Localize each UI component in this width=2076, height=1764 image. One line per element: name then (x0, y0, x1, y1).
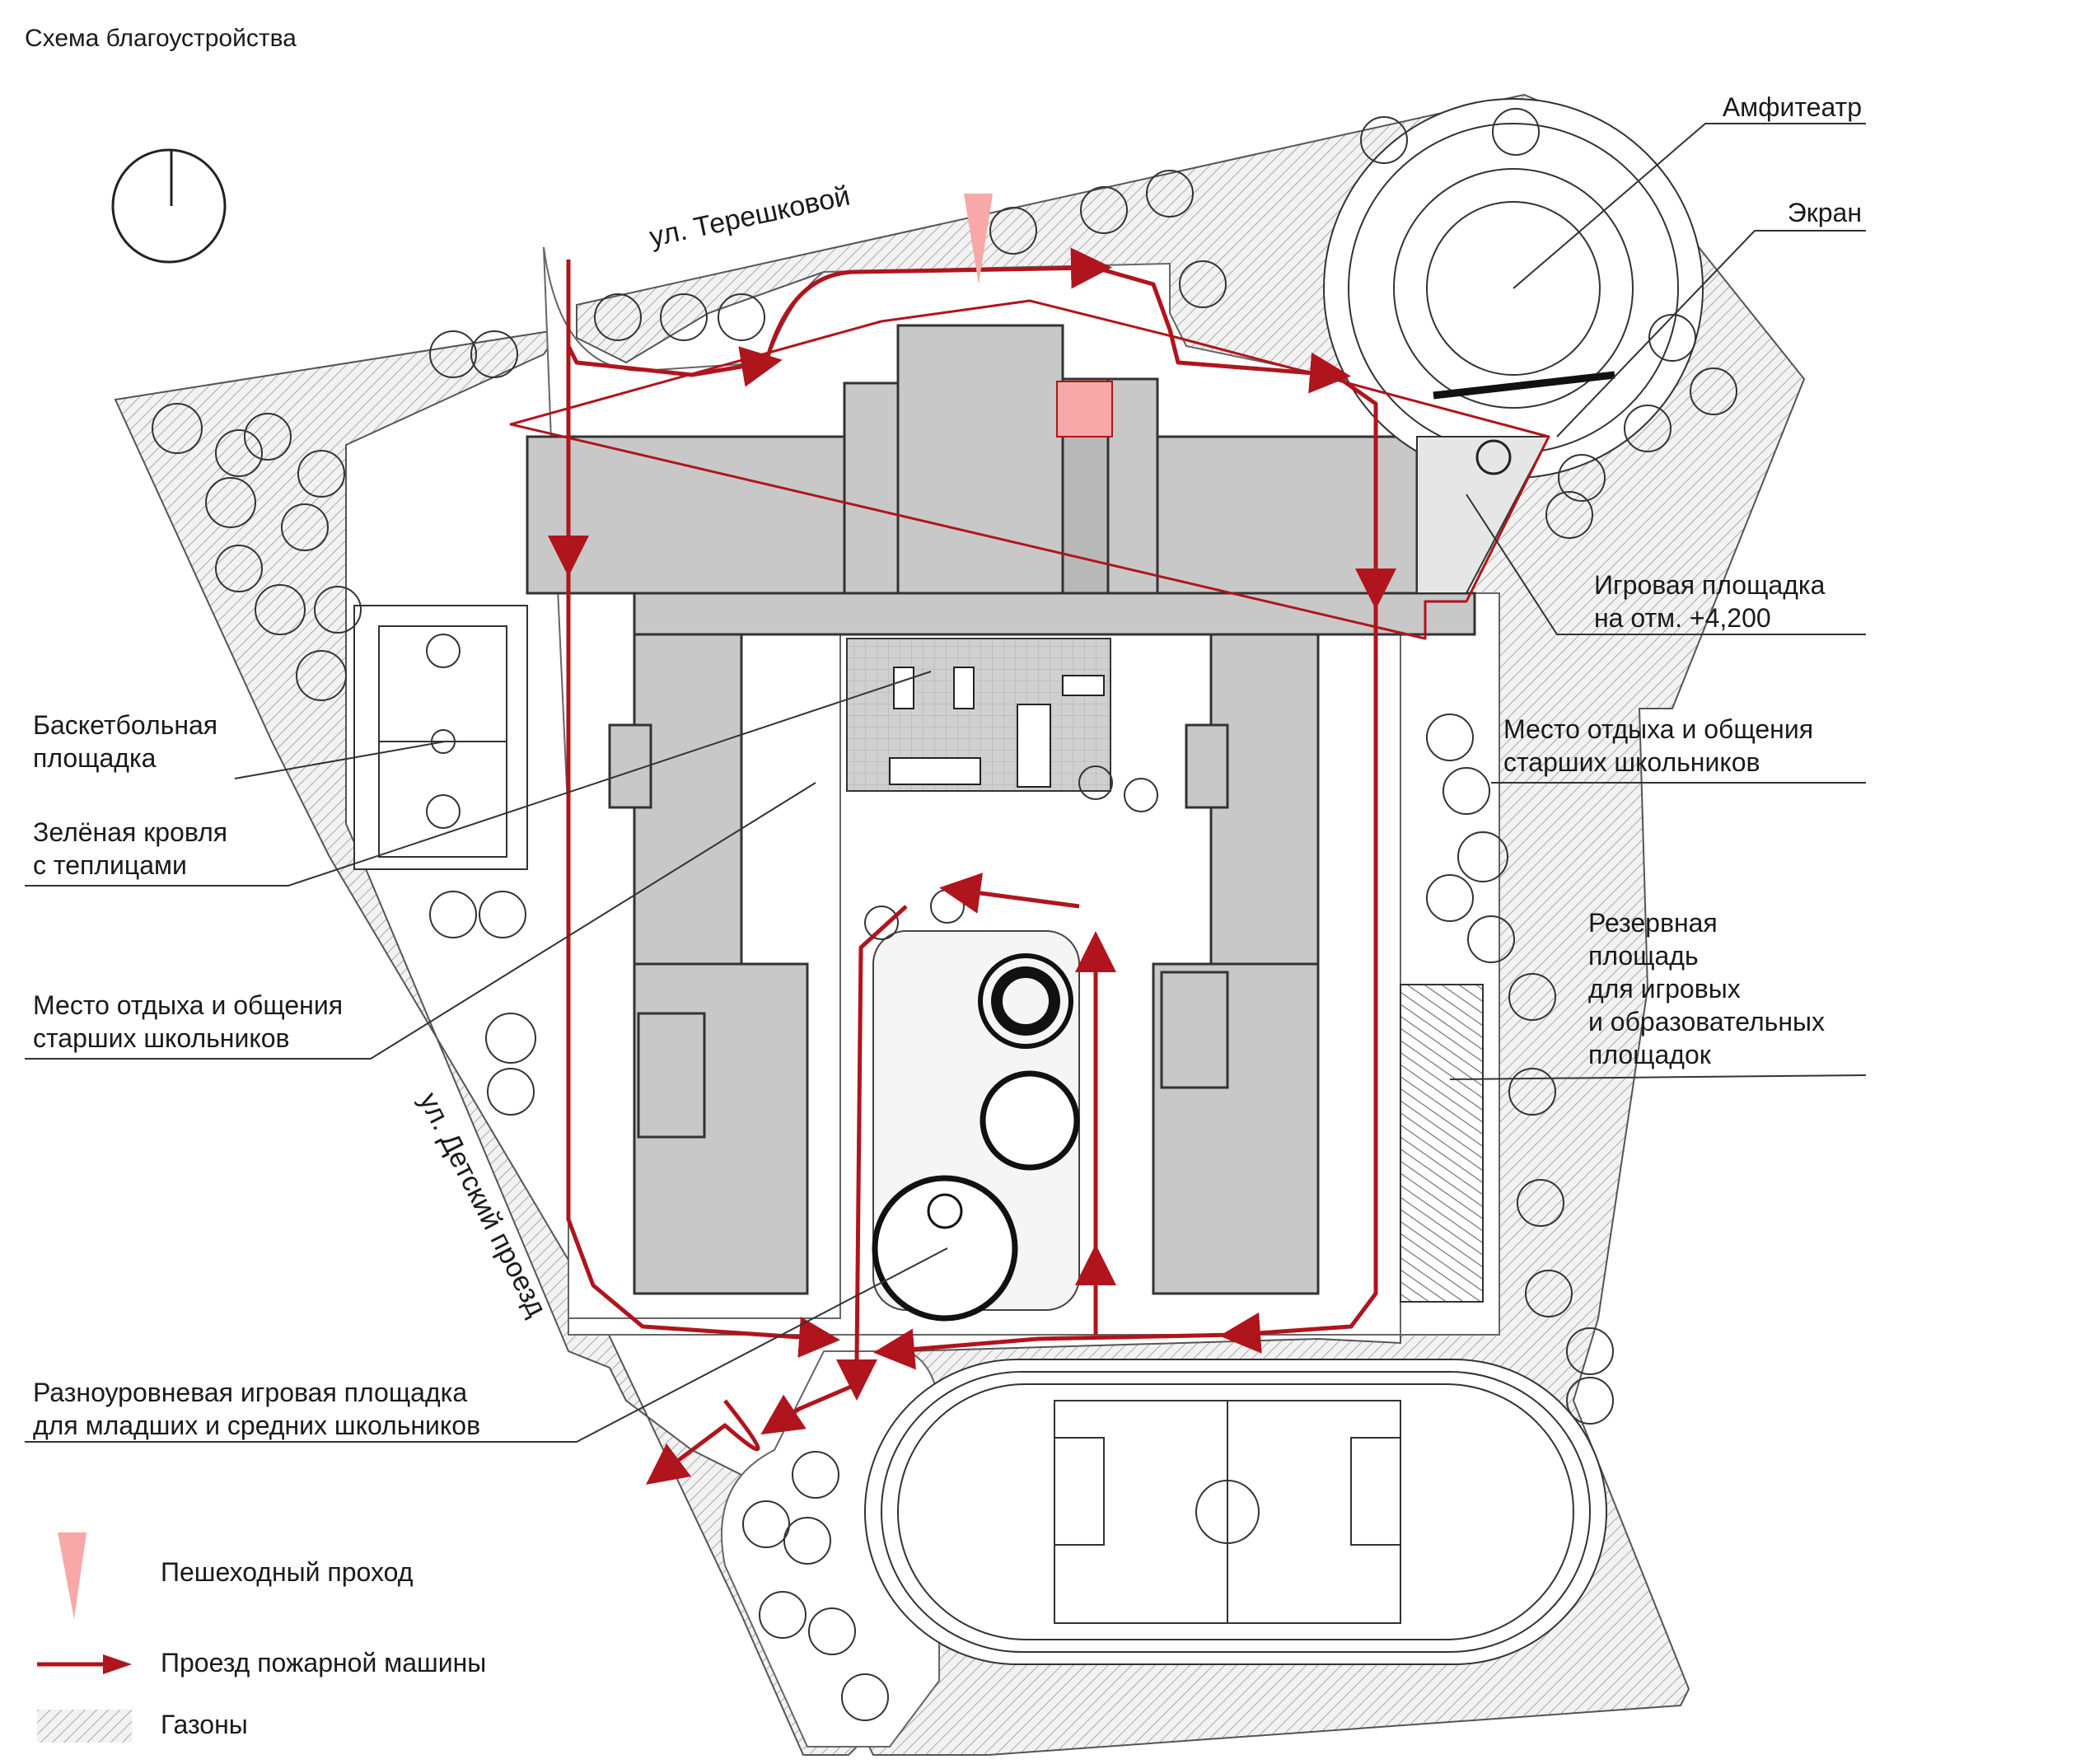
green-roof (846, 638, 1111, 792)
basketball-court (353, 605, 528, 870)
label-reserve: Резервная площадь для игровых и образова… (1588, 908, 1826, 1069)
reserve-area (1400, 984, 1484, 1303)
raised-playground (1416, 436, 1550, 594)
label-screen: Экран (1787, 198, 1862, 227)
legend-fire-route: Проезд пожарной машины (161, 1648, 487, 1677)
legend-graphics (37, 1532, 132, 1743)
legend-pedestrian: Пешеходный проход (161, 1557, 414, 1587)
stadium (864, 1359, 1607, 1665)
north-indicator (111, 148, 227, 264)
label-green-roof: Зелёная кровля с теплицами (33, 817, 228, 880)
school-building (526, 324, 1476, 1295)
pedestrian-marker (964, 194, 993, 284)
trees (152, 108, 1737, 1721)
label-playground-raised: Игровая площадка на отм. +4,200 (1594, 570, 1826, 633)
label-amphitheatre: Амфитеатр (1722, 92, 1862, 122)
pedestrian-entrance-block (1056, 381, 1113, 437)
raised-playground-icon (1475, 439, 1512, 475)
leader-lines (25, 123, 1867, 1443)
label-basketball: Баскетбольная площадка (33, 710, 218, 773)
label-multilevel: Разноуровневая игровая площадка для млад… (33, 1378, 481, 1440)
label-rest-left: Место отдыха и общения старших школьнико… (33, 990, 344, 1053)
multilevel-playground (872, 930, 1080, 1322)
legend-lawns: Газоны (161, 1710, 248, 1739)
label-rest-right: Место отдыха и общения старших школьнико… (1503, 714, 1814, 777)
fire-route (509, 247, 1550, 1485)
page-title: Схема благоустройства (25, 25, 297, 52)
